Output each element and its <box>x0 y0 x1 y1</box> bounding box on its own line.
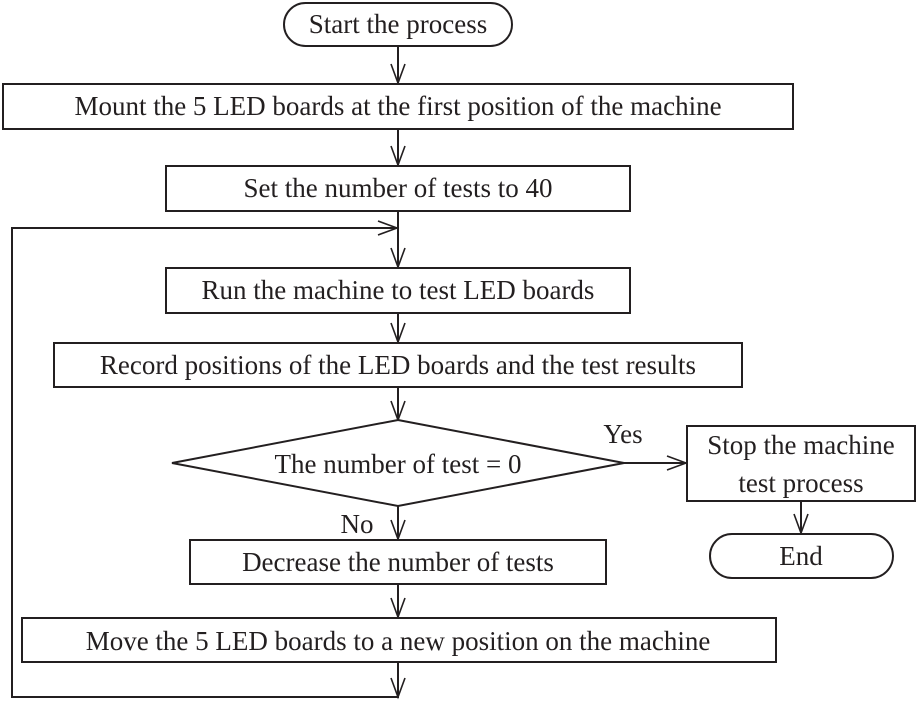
set-tests-box <box>165 165 631 212</box>
run-machine-box <box>165 267 631 314</box>
move-boards-label: Move the 5 LED boards to a new position … <box>86 626 711 656</box>
no-label: No <box>341 509 374 539</box>
arrowhead-loop <box>390 677 406 700</box>
loop-back-arrowhead <box>377 220 400 236</box>
yes-label: Yes <box>603 419 642 449</box>
start-label: Start the process <box>309 9 487 39</box>
record-results-label: Record positions of the LED boards and t… <box>100 350 696 380</box>
end-terminal <box>709 533 894 579</box>
decrease-tests-label: Decrease the number of tests <box>242 547 554 577</box>
run-machine-label: Run the machine to test LED boards <box>202 275 595 305</box>
mount-boards-label: Mount the 5 LED boards at the first posi… <box>74 91 721 121</box>
set-tests-label: Set the number of tests to 40 <box>244 173 553 203</box>
decision-label: The number of test = 0 <box>275 449 522 479</box>
stop-machine-label-line1: Stop the machine <box>707 430 894 460</box>
move-boards-box <box>21 617 777 663</box>
end-label: End <box>779 541 823 571</box>
stop-machine-box <box>686 425 916 502</box>
stop-machine-label-line2: test process <box>738 468 863 498</box>
decrease-tests-box <box>189 539 607 585</box>
mount-boards-box <box>2 83 794 130</box>
